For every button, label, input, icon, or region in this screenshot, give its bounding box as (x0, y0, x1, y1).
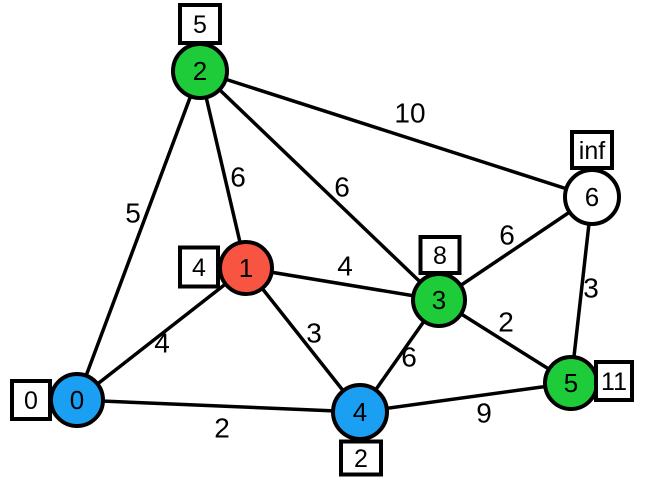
distance-value-1: 4 (192, 254, 206, 282)
edge-weight-4-5: 9 (476, 398, 492, 429)
node-4 (331, 383, 389, 441)
edge-weight-3-6: 6 (499, 220, 515, 251)
node-label-4: 4 (353, 397, 367, 427)
node-label-3: 3 (432, 285, 446, 315)
distance-box-4 (339, 439, 383, 477)
distance-value-3: 8 (433, 242, 447, 270)
distance-box-5 (594, 360, 634, 402)
distance-box-0 (10, 379, 52, 421)
edge-0-1 (75, 266, 248, 402)
edge-weight-2-6: 10 (394, 98, 425, 129)
distance-box-1 (178, 245, 220, 289)
distance-value-4: 2 (354, 445, 368, 473)
edge-3-6 (437, 195, 594, 302)
distance-value-0: 0 (24, 387, 38, 415)
edge-5-6 (569, 195, 594, 385)
edge-weight-3-5: 2 (498, 307, 514, 338)
edge-weight-3-4: 6 (401, 342, 417, 373)
distance-box-2 (178, 3, 222, 45)
edge-weight-1-3: 4 (337, 251, 353, 282)
distance-value-6: inf (579, 137, 605, 165)
distance-box-3 (418, 235, 462, 275)
distance-box-6 (570, 130, 614, 170)
edge-weight-2-3: 6 (334, 172, 350, 203)
node-label-2: 2 (193, 56, 207, 86)
edge-weight-1-2: 6 (230, 162, 246, 193)
node-label-5: 5 (564, 368, 578, 398)
edge-0-2 (75, 69, 202, 402)
node-label-6: 6 (585, 182, 599, 212)
edge-weight-0-2: 5 (125, 198, 141, 229)
edge-2-6 (198, 69, 594, 199)
edge-1-4 (244, 266, 362, 414)
node-label-1: 1 (239, 253, 253, 283)
edge-4-5 (358, 381, 573, 414)
edge-weight-0-1: 4 (154, 328, 170, 359)
distance-value-2: 5 (193, 11, 207, 39)
edge-1-3 (244, 266, 441, 302)
edge-1-2 (198, 69, 248, 270)
edge-weight-1-4: 3 (306, 318, 322, 349)
node-label-0: 0 (70, 385, 84, 415)
edge-weight-5-6: 3 (583, 273, 599, 304)
edge-0-4 (75, 398, 362, 414)
edge-2-3 (198, 69, 441, 302)
distance-value-5: 11 (601, 368, 627, 396)
edge-weight-0-4: 2 (214, 413, 230, 444)
